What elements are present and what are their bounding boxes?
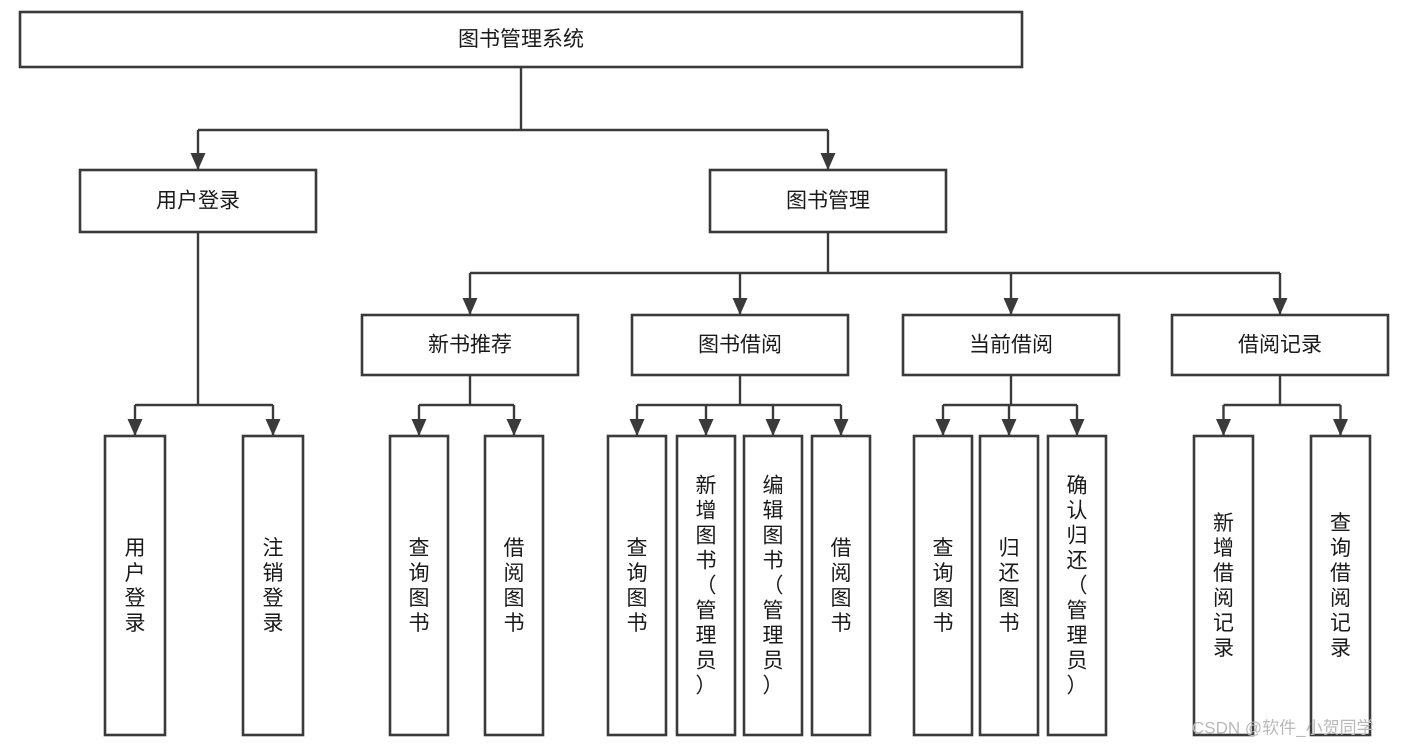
node-current-query-book[interactable]: 查询图书 (912, 434, 974, 737)
node-borrow-borrow-book[interactable]: 借阅图书 (810, 434, 872, 737)
arrow-head-icon-new-book-recommend (462, 298, 478, 315)
node-label-borrow-borrow-book: 借阅图书 (831, 537, 852, 635)
node-layer: 图书管理系统用户登录图书管理用户登录注销登录新书推荐图书借阅当前借阅借阅记录查询… (18, 10, 1390, 737)
node-borrow-add-book[interactable]: 新增图书（管理员） (675, 434, 737, 737)
node-root[interactable]: 图书管理系统 (18, 10, 1024, 69)
watermark-label: CSDN @软件_小贺同学 (1192, 718, 1374, 737)
node-box-book-borrow (630, 313, 850, 377)
arrow-head-icon-book-manage (820, 153, 836, 170)
node-box-user-login-logout (241, 434, 305, 737)
node-label-current-borrow: 当前借阅 (969, 334, 1053, 357)
arrow-head-icon-current-borrow (1003, 298, 1019, 315)
node-box-user-login-login (103, 434, 167, 737)
node-box-current-confirm-return (1046, 434, 1108, 737)
arrow-head-icon-borrow-query-book (629, 419, 645, 436)
arrow-head-icon-record-query (1333, 419, 1348, 436)
node-label-record-query: 查询借阅记录 (1330, 512, 1351, 660)
node-label-user-login-logout: 注销登录 (263, 537, 284, 635)
node-record-query[interactable]: 查询借阅记录 (1309, 434, 1372, 737)
node-label-current-query-book: 查询图书 (933, 537, 954, 635)
node-box-recommend-query-book (388, 434, 450, 737)
node-borrow-query-book[interactable]: 查询图书 (606, 434, 668, 737)
node-label-recommend-borrow-book: 借阅图书 (504, 537, 525, 635)
node-book-borrow[interactable]: 图书借阅 (630, 313, 850, 377)
node-user-login[interactable]: 用户登录 (78, 168, 318, 234)
node-box-record-query (1309, 434, 1372, 737)
arrow-head-icon-recommend-borrow-book (506, 419, 522, 436)
node-box-record-add (1192, 434, 1255, 737)
node-box-new-book-recommend (360, 313, 580, 377)
node-box-user-login (78, 168, 318, 234)
node-label-current-return-book: 归还图书 (999, 537, 1020, 635)
node-label-borrow-add-book: 新增图书（管理员） (696, 475, 717, 698)
node-label-borrow-record: 借阅记录 (1238, 334, 1322, 357)
node-recommend-query-book[interactable]: 查询图书 (388, 434, 450, 737)
node-borrow-record[interactable]: 借阅记录 (1170, 313, 1390, 377)
arrow-head-icon-current-confirm-return (1069, 419, 1085, 436)
node-label-borrow-query-book: 查询图书 (627, 537, 648, 635)
node-current-return-book[interactable]: 归还图书 (978, 434, 1040, 737)
node-current-confirm-return[interactable]: 确认归还（管理员） (1046, 434, 1108, 737)
node-label-book-borrow: 图书借阅 (698, 334, 782, 357)
node-record-add[interactable]: 新增借阅记录 (1192, 434, 1255, 737)
node-box-borrow-query-book (606, 434, 668, 737)
arrow-head-icon-record-add (1216, 419, 1231, 436)
node-box-borrow-add-book (675, 434, 737, 737)
node-label-new-book-recommend: 新书推荐 (428, 334, 512, 357)
arrow-head-icon-borrow-edit-book (765, 419, 781, 436)
node-label-current-confirm-return: 确认归还（管理员） (1067, 475, 1088, 698)
node-user-login-logout[interactable]: 注销登录 (241, 434, 305, 737)
node-user-login-login[interactable]: 用户登录 (103, 434, 167, 737)
node-label-book-manage: 图书管理 (786, 190, 870, 213)
node-current-borrow[interactable]: 当前借阅 (901, 313, 1121, 377)
node-box-book-manage (708, 168, 948, 234)
node-label-user-login: 用户登录 (156, 190, 240, 213)
arrow-head-icon-borrow-add-book (698, 419, 714, 436)
connector-layer (127, 67, 1348, 436)
arrow-head-icon-user-login-logout (265, 419, 281, 436)
arrow-head-icon-current-return-book (1001, 419, 1017, 436)
node-label-user-login-login: 用户登录 (125, 537, 146, 635)
node-box-current-return-book (978, 434, 1040, 737)
node-book-manage[interactable]: 图书管理 (708, 168, 948, 234)
node-box-recommend-borrow-book (483, 434, 545, 737)
node-recommend-borrow-book[interactable]: 借阅图书 (483, 434, 545, 737)
node-label-borrow-edit-book: 编辑图书（管理员） (763, 475, 784, 698)
arrow-head-icon-borrow-borrow-book (833, 419, 849, 436)
arrow-head-icon-user-login (190, 153, 206, 170)
node-box-borrow-record (1170, 313, 1390, 377)
node-label-root: 图书管理系统 (458, 28, 584, 51)
arrow-head-icon-book-borrow (732, 298, 748, 315)
arrow-head-icon-borrow-record (1272, 298, 1288, 315)
node-label-record-add: 新增借阅记录 (1213, 512, 1234, 660)
node-box-current-borrow (901, 313, 1121, 377)
arrow-head-icon-user-login-login (127, 419, 143, 436)
arrow-head-icon-recommend-query-book (411, 419, 427, 436)
node-box-borrow-borrow-book (810, 434, 872, 737)
node-box-borrow-edit-book (742, 434, 804, 737)
arrow-head-icon-current-query-book (935, 419, 951, 436)
node-borrow-edit-book[interactable]: 编辑图书（管理员） (742, 434, 804, 737)
node-new-book-recommend[interactable]: 新书推荐 (360, 313, 580, 377)
node-box-current-query-book (912, 434, 974, 737)
node-label-recommend-query-book: 查询图书 (409, 537, 430, 635)
node-box-root (18, 10, 1024, 69)
